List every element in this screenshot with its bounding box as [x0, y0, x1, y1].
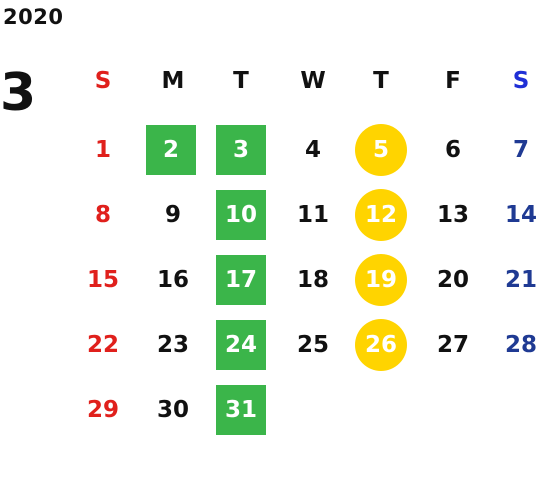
date-cell-highlighted-green[interactable]: 31 [216, 385, 266, 435]
date-cell[interactable]: 25 [296, 332, 329, 358]
date-cell[interactable]: 14 [504, 202, 537, 228]
year-label: 2020 [3, 5, 64, 29]
date-cell[interactable]: 11 [296, 202, 329, 228]
date-cell[interactable]: 16 [156, 267, 189, 293]
date-cell[interactable]: 22 [86, 332, 119, 358]
date-cell-highlighted-yellow[interactable]: 5 [355, 124, 407, 176]
date-cell[interactable]: 6 [444, 137, 461, 163]
weekday-header-mon: M [161, 68, 185, 94]
date-cell-highlighted-green[interactable]: 3 [216, 125, 266, 175]
date-cell[interactable]: 23 [156, 332, 189, 358]
date-cell[interactable]: 20 [436, 267, 469, 293]
date-cell-highlighted-yellow[interactable]: 12 [355, 189, 407, 241]
weekday-header-thu: T [373, 68, 389, 94]
date-cell[interactable]: 13 [436, 202, 469, 228]
date-cell[interactable]: 28 [504, 332, 537, 358]
weekday-header-wed: W [300, 68, 326, 94]
date-cell[interactable]: 30 [156, 397, 189, 423]
date-cell-highlighted-yellow[interactable]: 19 [355, 254, 407, 306]
weekday-header-tue: T [233, 68, 249, 94]
date-cell[interactable]: 18 [296, 267, 329, 293]
date-cell-highlighted-green[interactable]: 17 [216, 255, 266, 305]
date-cell[interactable]: 27 [436, 332, 469, 358]
date-cell[interactable]: 4 [304, 137, 321, 163]
date-cell-highlighted-yellow[interactable]: 26 [355, 319, 407, 371]
date-cell[interactable]: 9 [164, 202, 181, 228]
date-cell[interactable]: 15 [86, 267, 119, 293]
date-cell[interactable]: 8 [94, 202, 111, 228]
weekday-header-sun: S [94, 68, 112, 94]
date-cell[interactable]: 21 [504, 267, 537, 293]
weekday-header-fri: F [445, 68, 461, 94]
date-cell[interactable]: 7 [512, 137, 529, 163]
date-cell[interactable]: 29 [86, 397, 119, 423]
date-cell-highlighted-green[interactable]: 24 [216, 320, 266, 370]
date-cell[interactable]: 1 [94, 137, 111, 163]
weekday-header-sat: S [512, 68, 530, 94]
month-number: 3 [0, 63, 37, 123]
date-cell-highlighted-green[interactable]: 2 [146, 125, 196, 175]
date-cell-highlighted-green[interactable]: 10 [216, 190, 266, 240]
